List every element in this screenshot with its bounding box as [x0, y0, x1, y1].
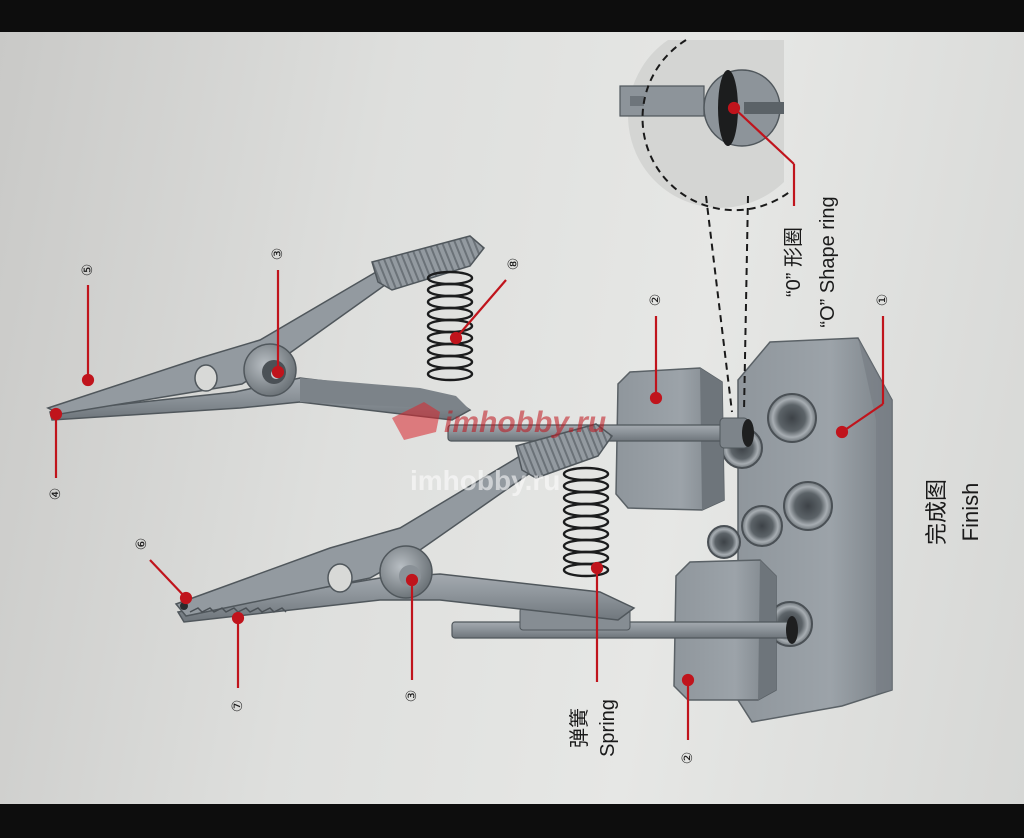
callout-numbers: ① ② ② ③ ③ ④ ⑤ ⑥ ⑦ ⑧: [48, 248, 891, 765]
spring-lower: [562, 466, 610, 578]
spring-upper: [426, 270, 474, 382]
callout-6: ⑥: [134, 538, 150, 551]
clip-upper: [46, 235, 486, 421]
base-hole: [767, 393, 817, 443]
clip-lower: [174, 423, 636, 623]
o-ring-label-cn: “0” 形圈: [782, 227, 805, 297]
callout-3-lower: ③: [404, 690, 420, 703]
base-hole: [783, 481, 833, 531]
callout-2-lower: ②: [680, 752, 696, 765]
spring-label-en: Spring: [597, 699, 619, 757]
callout-7: ⑦: [230, 700, 246, 713]
callout-2-upper: ②: [648, 294, 664, 307]
watermark-logo-icon: [392, 402, 440, 440]
callout-3-upper: ③: [270, 248, 286, 261]
watermark: imhobby.ru imhobby.ru: [392, 402, 606, 496]
finish-label-cn: 完成图: [924, 479, 949, 545]
callout-4: ④: [48, 488, 64, 501]
svg-text:imhobby.ru: imhobby.ru: [444, 406, 606, 439]
o-ring-detail: [619, 39, 793, 413]
base-hole: [707, 525, 741, 559]
o-ring-label-en: “O” Shape ring: [817, 196, 839, 327]
svg-text:imhobby.ru: imhobby.ru: [410, 465, 560, 496]
text-labels: “0” 形圈 “O” Shape ring 弹簧 Spring 完成图 Fini…: [568, 196, 983, 756]
callout-8: ⑧: [506, 258, 522, 271]
spring-label-cn: 弹簧: [568, 708, 591, 748]
finish-label-en: Finish: [958, 483, 983, 542]
callout-5: ⑤: [80, 264, 96, 277]
base-hole: [741, 505, 783, 547]
callout-1: ①: [875, 294, 891, 307]
leader-lines: [49, 101, 885, 740]
